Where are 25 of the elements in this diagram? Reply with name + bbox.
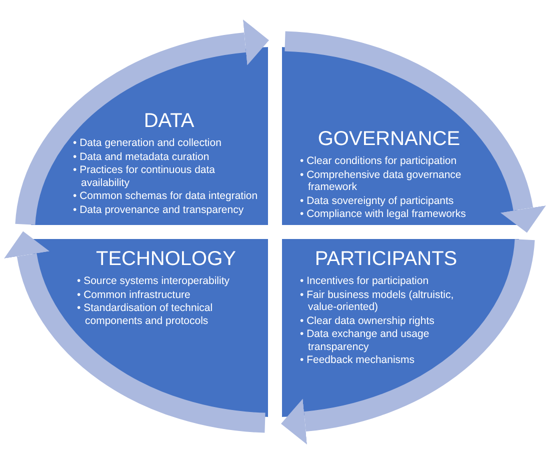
list-item: • Practices for continuous data availability [73,164,216,189]
list-item: • Comprehensive data governance framework [300,168,462,194]
curved-arrow [284,31,546,232]
list-item: • Common schemas for data integration [73,190,259,202]
list-item: • Incentives for participation [300,275,430,288]
list-item: • Standardisation of technical components and protocols [77,302,214,327]
list-item: • Clear data ownership rights [300,314,436,327]
list-item: • Data generation and collection [73,137,222,150]
section-title: GOVERNANCE [318,127,460,151]
list-item: • Fair business models (altruistic, value-oriented) [300,288,455,314]
list-item: • Compliance with legal frameworks [300,208,467,220]
section-title: TECHNOLOGY [96,247,236,271]
curved-arrow [15,20,269,226]
list-item: • Data exchange and usage transparency [300,328,430,353]
list-item: • Data and metadata curation [73,150,210,163]
curved-arrow [4,232,266,433]
list-item: • Source systems interoperability [77,275,230,288]
section-title: PARTICIPANTS [314,247,458,271]
section-title: DATA [144,109,194,133]
list-item: • Data sovereignty of participants [300,194,455,207]
list-item: • Feedback mechanisms [300,354,416,366]
list-item: • Clear conditions for participation [300,155,458,168]
list-item: • Common infrastructure [77,288,192,301]
list-item: • Data provenance and transparency [73,204,245,216]
curved-arrow [281,238,535,444]
